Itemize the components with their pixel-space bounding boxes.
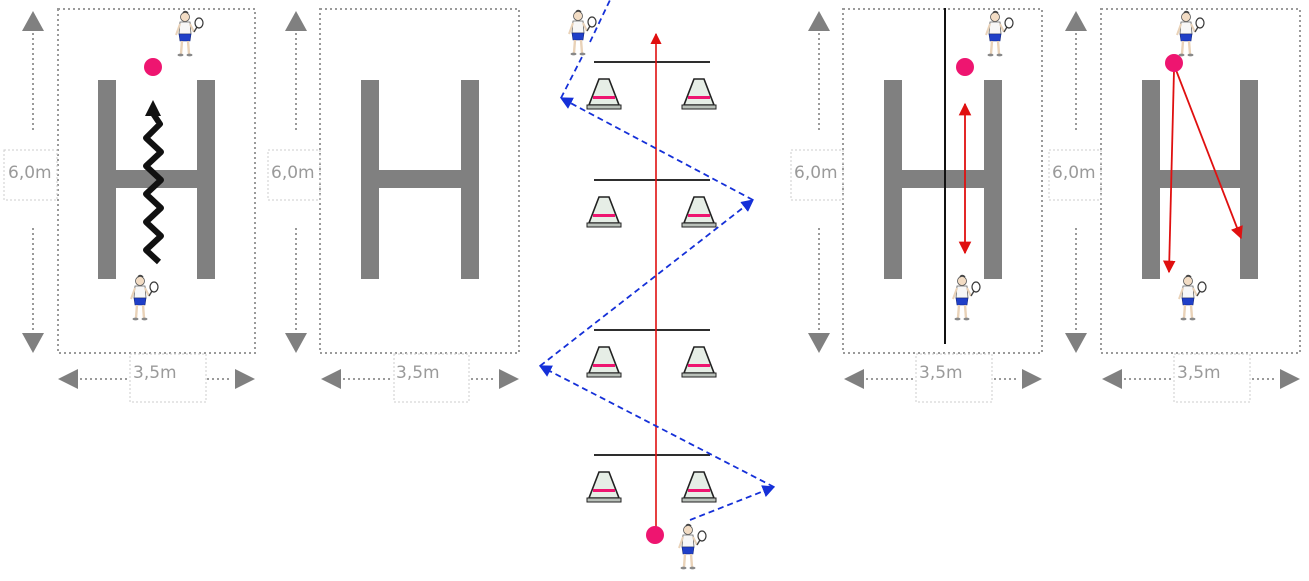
arrow-right-icon [1022, 369, 1042, 389]
player-icon [1177, 274, 1208, 322]
ball-icon [956, 58, 974, 76]
cone-icon [681, 346, 717, 378]
height-label: 6,0m [794, 163, 838, 183]
player-icon [567, 9, 598, 57]
arrow-left-icon [321, 369, 341, 389]
panel-5: 6,0m 3,5m [1048, 8, 1301, 403]
width-label: 3,5m [1177, 363, 1221, 383]
arrow-down-icon [22, 333, 44, 353]
player-run-path [538, 0, 776, 521]
h-marking [1142, 80, 1258, 279]
dim-label-box [1173, 353, 1251, 403]
court-outline [57, 8, 256, 354]
dim-label-box [129, 353, 207, 403]
panel-3-cone-drill [538, 0, 776, 571]
arrow-right-icon [1280, 369, 1300, 389]
player-icon [951, 274, 982, 322]
arrow-left-icon [58, 369, 78, 389]
h-marking [884, 80, 1002, 279]
cone-icon [681, 471, 717, 503]
width-label: 3,5m [396, 363, 440, 383]
arrow-left-icon [844, 369, 864, 389]
player-icon [1175, 10, 1206, 58]
arrow-up-icon [808, 11, 830, 31]
arrow-right-icon [499, 369, 519, 389]
dim-label-box [1048, 149, 1102, 201]
height-label: 6,0m [1052, 163, 1096, 183]
ball-icon [1165, 54, 1183, 72]
arrow-left-icon [1102, 369, 1122, 389]
dim-label-box [267, 149, 321, 201]
ball-trajectory-arrow [1175, 69, 1243, 240]
ball-trajectory-arrow [1162, 69, 1176, 274]
ball-icon [646, 526, 664, 544]
arrow-up-icon [22, 11, 44, 31]
player-icon [984, 10, 1015, 58]
panel-1: 6,0m 3,5m [3, 8, 256, 403]
ball-icon [144, 58, 162, 76]
panel-4: 6,0m 3,5m [790, 8, 1043, 403]
arrow-up-icon [1065, 11, 1087, 31]
arrow-down-icon [808, 333, 830, 353]
dim-label-box [3, 149, 58, 201]
cone-icon [681, 196, 717, 228]
dim-label-box [393, 353, 470, 403]
player-icon [174, 10, 205, 58]
arrow-up-icon [145, 100, 161, 116]
court-outline [319, 8, 520, 354]
cone-icon [586, 196, 622, 228]
arrow-down-icon [1065, 333, 1087, 353]
h-marking [98, 80, 215, 279]
cone-icon [586, 471, 622, 503]
width-label: 3,5m [919, 363, 963, 383]
arrow-up-icon [285, 11, 307, 31]
arrow-down-icon [285, 333, 307, 353]
panel-2: 6,0m 3,5m [267, 8, 520, 403]
zigzag-path [143, 110, 164, 265]
dim-label-box [915, 353, 993, 403]
width-label: 3,5m [133, 363, 177, 383]
h-marking [361, 80, 479, 279]
cone-icon [586, 78, 622, 110]
cone-icon [586, 346, 622, 378]
height-label: 6,0m [8, 163, 52, 183]
court-outline [842, 8, 1043, 354]
cone-icon [681, 78, 717, 110]
player-icon [677, 523, 708, 571]
arrow-right-icon [235, 369, 255, 389]
court-outline [1100, 8, 1301, 354]
player-icon [129, 274, 160, 322]
dim-label-box [790, 149, 844, 201]
height-label: 6,0m [271, 163, 315, 183]
